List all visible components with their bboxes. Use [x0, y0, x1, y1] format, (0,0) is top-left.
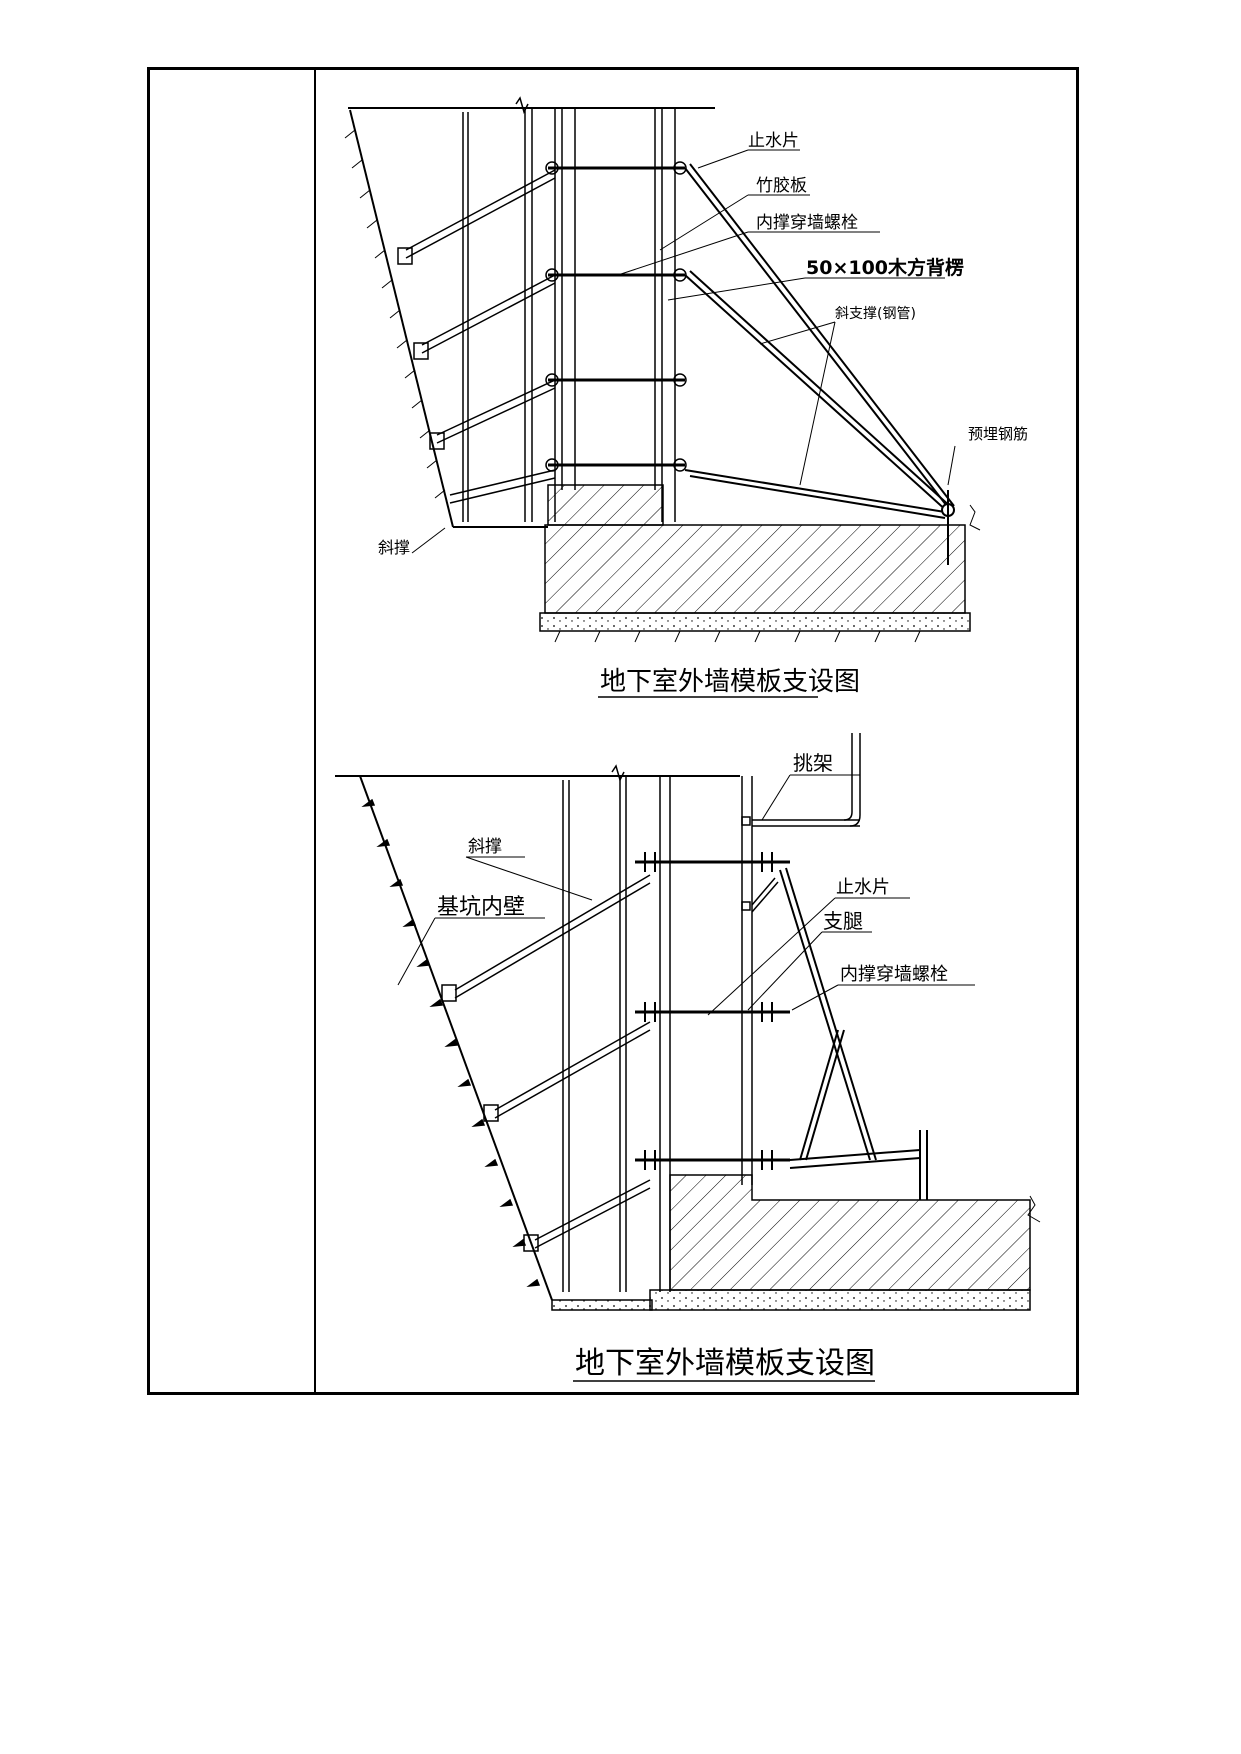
steel-diagonal-braces-1 [684, 163, 955, 519]
label-bolt-1: 内撑穿墙螺栓 [756, 213, 858, 233]
support-legs [779, 867, 928, 1200]
label-waterstop-2: 止水片 [836, 877, 890, 898]
label-diagonal-steel: 斜支撑(钢管) [835, 306, 916, 322]
label-support-leg: 支腿 [823, 909, 863, 933]
wall-ties-1 [548, 166, 685, 467]
leader-lines-2 [397, 774, 975, 1016]
label-bolt-2: 内撑穿墙螺栓 [840, 964, 948, 985]
leader-lines-1 [411, 149, 956, 554]
wall-ties-2 [635, 860, 790, 1162]
caption-2: 地下室外墙模板支设图 [575, 1346, 875, 1381]
cantilever-frame [741, 733, 861, 913]
column-divider [314, 67, 316, 1395]
label-waterstop-1: 止水片 [748, 131, 799, 151]
wall-formwork-1 [462, 108, 676, 522]
wall-formwork-2 [562, 776, 753, 1292]
diagram-2 [335, 733, 1041, 1311]
label-cantilever: 挑架 [793, 751, 833, 775]
label-bamboo-board: 竹胶板 [756, 176, 807, 196]
label-timber: 50×100木方背楞 [806, 256, 964, 279]
diagonal-braces-2 [454, 874, 651, 1249]
tie-nuts-1 [545, 161, 687, 472]
label-embedded-steel: 预埋钢筋 [968, 425, 1028, 443]
diagram-1 [344, 96, 981, 643]
slope-marks-2 [361, 798, 541, 1288]
brace-plates-2 [441, 984, 539, 1252]
tie-plates-2 [644, 852, 773, 1170]
label-diagonal-2: 斜撑 [468, 837, 502, 857]
table-frame [147, 67, 1079, 1395]
slope-hatching-1 [344, 129, 446, 499]
label-diagonal-1: 斜撑 [378, 538, 410, 557]
brace-plates-1 [397, 247, 445, 450]
label-pit-wall: 基坑内壁 [437, 895, 525, 920]
caption-1: 地下室外墙模板支设图 [600, 667, 860, 697]
ground-ticks-1 [554, 630, 921, 643]
